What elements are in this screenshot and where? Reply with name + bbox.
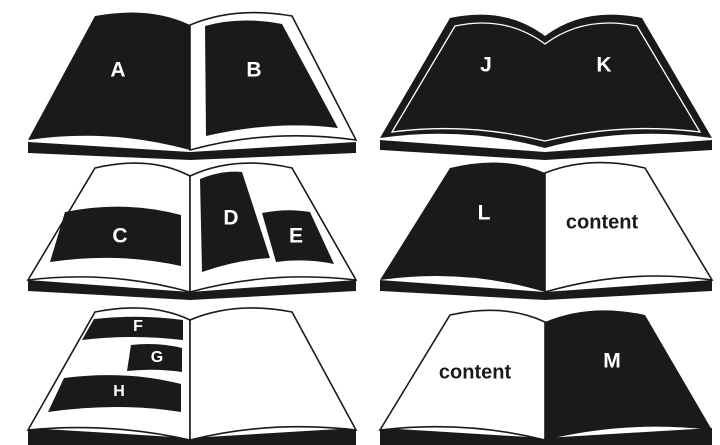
label-f: F bbox=[133, 318, 143, 335]
label-a: A bbox=[110, 59, 125, 82]
book-spread-j-k: J K bbox=[380, 15, 712, 160]
label-m: M bbox=[603, 350, 621, 373]
label-h: H bbox=[113, 383, 125, 400]
label-e: E bbox=[289, 225, 303, 248]
label-j: J bbox=[480, 54, 492, 77]
right-page bbox=[190, 308, 356, 440]
label-g: G bbox=[151, 349, 163, 366]
label-k: K bbox=[596, 54, 611, 77]
spread-block bbox=[380, 15, 712, 148]
book-spread-f-g-h: F G H bbox=[28, 308, 356, 445]
book-spread-l-content: L content bbox=[380, 163, 712, 300]
label-d: D bbox=[223, 207, 238, 230]
book-spread-a-b: A B bbox=[28, 13, 356, 160]
book-spread-c-d-e: C D E bbox=[28, 163, 356, 300]
content-label-right: content bbox=[566, 211, 639, 233]
label-l: L bbox=[478, 202, 491, 225]
left-page bbox=[28, 13, 190, 150]
right-page bbox=[545, 310, 712, 440]
content-label-left: content bbox=[439, 361, 512, 383]
left-page bbox=[380, 163, 545, 292]
label-b: B bbox=[246, 59, 261, 82]
book-spread-content-m: content M bbox=[380, 310, 712, 445]
label-c: C bbox=[112, 225, 127, 248]
